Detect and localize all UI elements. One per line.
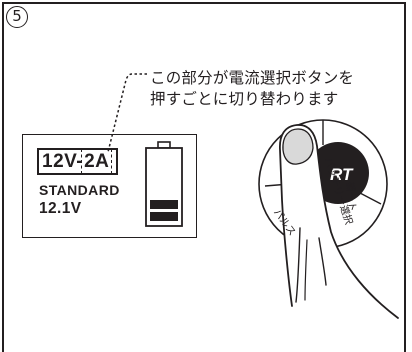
fingernail: [282, 128, 314, 165]
step-number: 5: [12, 7, 22, 25]
charger-display-panel: 12V-2A STANDARD 12.1V: [22, 134, 197, 238]
callout-text: この部分が電流選択ボタンを 押すごとに切り替わります: [150, 68, 354, 110]
battery-bar-2: [150, 212, 178, 221]
battery-bar-1: [150, 200, 178, 209]
current-value: 2A: [81, 149, 113, 174]
callout-leader-line: [107, 73, 147, 153]
voltage-current-box: 12V-2A: [37, 148, 118, 175]
callout-line-1: この部分が電流選択ボタンを: [150, 69, 355, 87]
step-number-badge: 5: [6, 6, 28, 28]
illustration-frame: [2, 2, 406, 352]
supplement-charge-label[interactable]: 補ート: [344, 181, 358, 212]
voltage-label: 12V: [42, 151, 77, 172]
voltage-reading: 12.1V: [39, 200, 82, 217]
callout-line-2: 押すごとに切り替わります: [150, 90, 339, 108]
finger-illustration: [279, 124, 399, 319]
start-button-label[interactable]: RT: [330, 165, 353, 184]
mode-label: STANDARD: [39, 182, 120, 198]
battery-icon: [145, 141, 183, 227]
